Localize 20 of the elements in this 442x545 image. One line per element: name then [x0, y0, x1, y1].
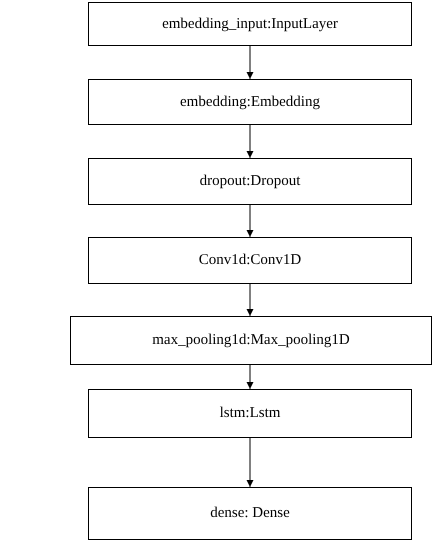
layer-label: dropout:Dropout [200, 172, 300, 192]
layer-box [70, 316, 432, 365]
layer-label: max_pooling1d:Max_pooling1D [152, 331, 350, 350]
arrow [246, 364, 254, 390]
layer-label: Conv1d:Conv1D [198, 251, 302, 270]
layer-label: embedding_input:InputLayer [162, 14, 338, 34]
layer-box [88, 487, 412, 540]
arrow [246, 284, 254, 316]
layer-label: embedding:Embedding [180, 92, 320, 112]
arrow [246, 204, 254, 238]
arrow [246, 438, 254, 488]
layer-label: dense: Dense [210, 504, 290, 524]
layer-box [88, 79, 412, 125]
layer-box [88, 2, 412, 46]
arrow [246, 124, 254, 158]
layer-label: lstm:Lstm [220, 404, 280, 424]
layer-box [88, 389, 412, 438]
arrow [246, 46, 254, 80]
layer-box [88, 237, 412, 284]
layer-box [88, 158, 412, 205]
